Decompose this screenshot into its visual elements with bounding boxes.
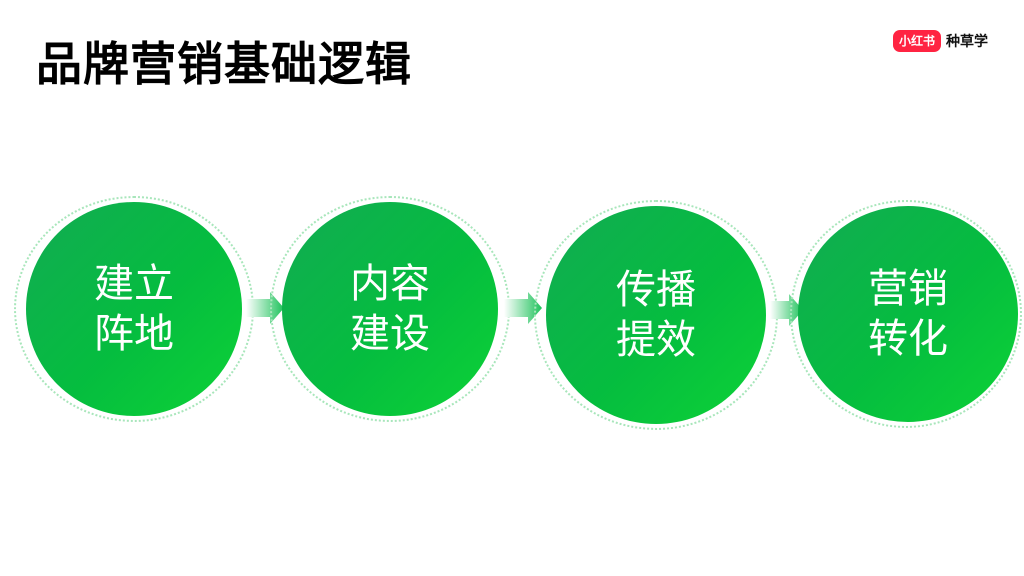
step-1-circle: 建立 阵地 xyxy=(26,202,242,416)
step-3-line1: 传播 xyxy=(616,267,696,313)
brand-name: 种草学 xyxy=(946,34,989,50)
brand-logo-group: 小红书 种草学 xyxy=(893,30,988,52)
step-4-line2: 转化 xyxy=(868,316,948,362)
step-2-line2: 建设 xyxy=(350,311,430,357)
arrow-right-icon xyxy=(504,292,542,324)
step-4-line1: 营销 xyxy=(868,266,948,312)
step-4-dotted-ring xyxy=(790,200,1022,428)
step-1-line2: 阵地 xyxy=(94,311,174,357)
step-2-circle: 内容 建设 xyxy=(282,202,498,416)
step-1-line1: 建立 xyxy=(94,261,174,307)
xiaohongshu-logo: 小红书 xyxy=(893,30,942,52)
step-3-line2: 提效 xyxy=(616,317,696,363)
step-2-line1: 内容 xyxy=(350,261,430,307)
step-3-circle: 传播 提效 xyxy=(546,206,766,424)
page-title: 品牌营销基础逻辑 xyxy=(36,37,412,91)
step-4-circle: 营销 转化 xyxy=(798,206,1018,422)
